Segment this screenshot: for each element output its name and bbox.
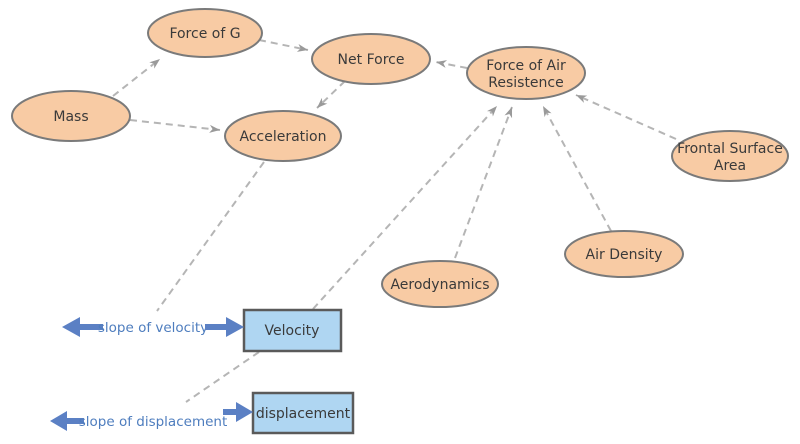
annotation-slope-of-displacement: slope of displacement	[50, 402, 253, 431]
slope-of-displacement-right-arrow-icon	[223, 402, 253, 422]
mass-label: Mass	[53, 109, 88, 125]
node-velocity[interactable]: Velocity	[242, 308, 343, 353]
force-of-air-resistence-ellipse[interactable]	[466, 46, 586, 100]
connector-aerodynamics-to-air-resistence	[454, 106, 513, 259]
displacement-label: displacement	[256, 406, 351, 422]
connector-net-force-to-acceleration	[316, 80, 346, 109]
air-density-ellipse[interactable]	[564, 230, 684, 278]
slope-of-displacement-label: slope of displacement	[79, 414, 228, 430]
mass-ellipse[interactable]	[11, 90, 131, 142]
connector-acceleration-to-slope-of-velocity	[156, 161, 265, 312]
connector-mass-to-acceleration	[129, 119, 221, 133]
net-force-label: Net Force	[338, 52, 405, 68]
force-of-air-resistence-label-line1: Force of Air	[486, 58, 566, 74]
slope-of-displacement-left-arrow-icon	[50, 411, 84, 431]
node-displacement[interactable]: displacement	[251, 391, 355, 435]
slope-of-velocity-label: slope of velocity	[98, 320, 208, 336]
acceleration-ellipse[interactable]	[224, 110, 342, 162]
node-aerodynamics[interactable]: Aerodynamics	[381, 260, 499, 308]
node-air-density[interactable]: Air Density	[564, 230, 684, 278]
air-density-label: Air Density	[586, 247, 663, 263]
connector-air-density-to-air-resistence	[542, 105, 612, 232]
displacement-box[interactable]	[251, 391, 355, 435]
connector-frontal-area-to-air-resistence	[575, 94, 677, 140]
frontal-surface-area-label-line2: Area	[714, 158, 746, 174]
node-force-of-air-resistence[interactable]: Force of Air Resistence	[466, 46, 586, 100]
acceleration-label: Acceleration	[240, 129, 327, 145]
node-acceleration[interactable]: Acceleration	[224, 110, 342, 162]
aerodynamics-ellipse[interactable]	[381, 260, 499, 308]
node-force-of-g[interactable]: Force of G	[147, 8, 263, 58]
connector-velocity-to-air-resistence	[312, 105, 498, 310]
force-of-g-label: Force of G	[169, 26, 240, 42]
connector-air-resistence-to-net-force	[435, 60, 468, 69]
slope-of-velocity-left-arrow-icon	[62, 317, 103, 337]
connector-force-of-g-to-net-force	[258, 39, 309, 52]
slope-of-velocity-right-arrow-icon	[205, 317, 244, 337]
net-force-ellipse[interactable]	[311, 33, 431, 85]
connectors	[112, 39, 677, 403]
frontal-surface-area-label-line1: Frontal Surface	[677, 141, 783, 157]
velocity-box[interactable]	[242, 308, 343, 353]
force-of-air-resistence-label-line2: Resistence	[488, 75, 563, 91]
node-mass[interactable]: Mass	[11, 90, 131, 142]
frontal-surface-area-ellipse[interactable]	[671, 130, 789, 182]
node-net-force[interactable]: Net Force	[311, 33, 431, 85]
connector-velocity-to-slope-of-displacement	[185, 351, 260, 403]
aerodynamics-label: Aerodynamics	[390, 277, 489, 293]
annotation-slope-of-velocity: slope of velocity	[62, 317, 244, 337]
connector-mass-to-force-of-g	[112, 58, 161, 97]
velocity-label: Velocity	[265, 323, 320, 339]
force-of-g-ellipse[interactable]	[147, 8, 263, 58]
node-frontal-surface-area[interactable]: Frontal Surface Area	[671, 130, 789, 182]
